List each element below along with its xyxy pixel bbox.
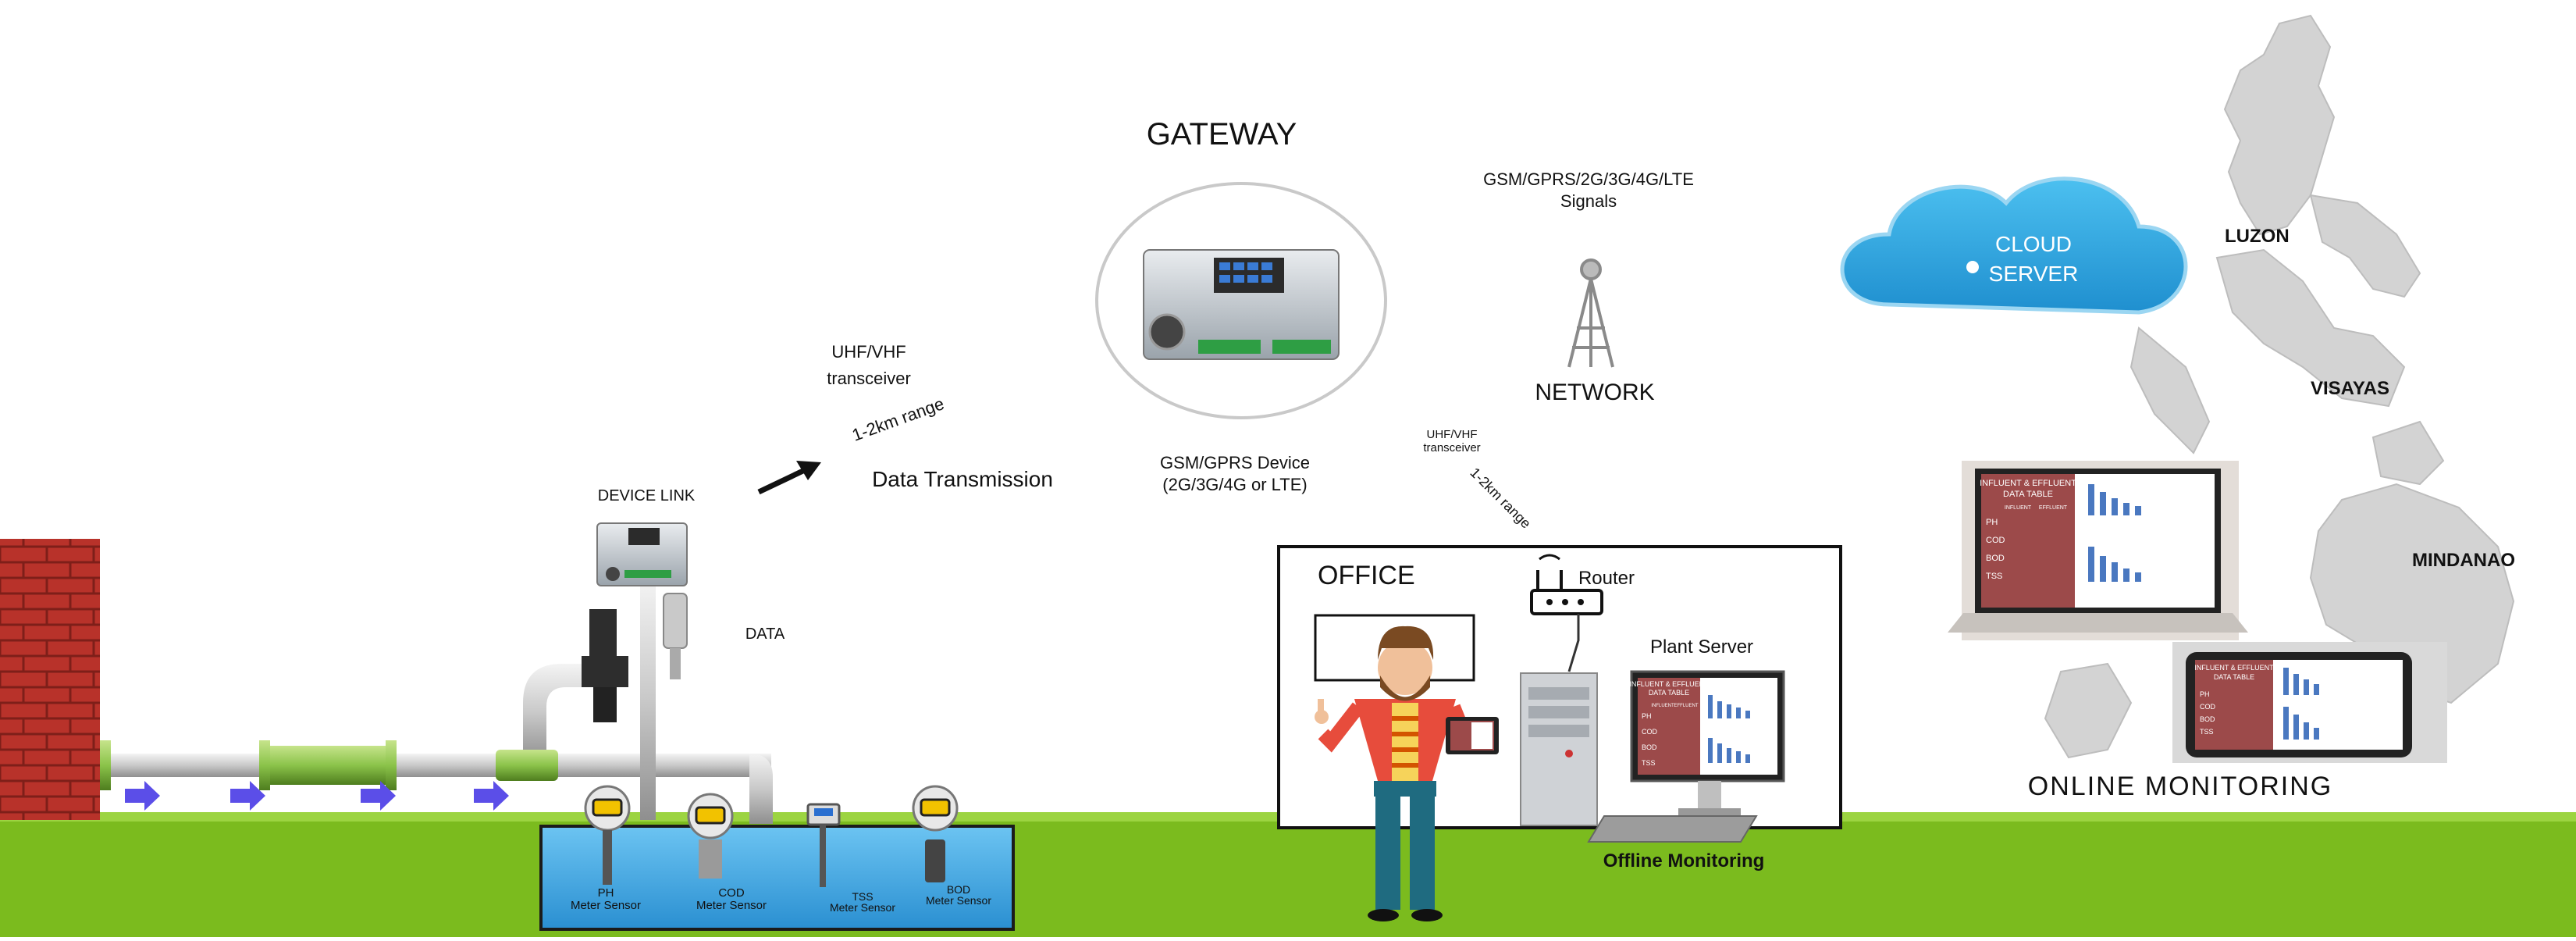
device-link-label: DEVICE LINK — [598, 487, 696, 504]
brick-wall — [0, 539, 100, 820]
laptop-image: INFLUENT & EFFLUENT DATA TABLE INFLUENT … — [1948, 461, 2248, 640]
region-label-mindanao: MINDANAO — [2412, 550, 2515, 571]
grass-ground — [0, 818, 2576, 937]
cloud-label-line1: CLOUD — [1995, 232, 2072, 256]
laptop-row-tss: TSS — [1986, 572, 2002, 581]
phone-table-title-line2: DATA TABLE — [2214, 673, 2254, 681]
region-label-visayas: VISAYAS — [2311, 378, 2389, 399]
sensor-ph-line2: Meter Sensor — [571, 899, 641, 912]
laptop-row-cod: COD — [1986, 536, 2005, 545]
server-tower-icon — [1520, 672, 1598, 826]
router-icon — [1530, 554, 1603, 615]
transmission-arrow-icon — [757, 461, 821, 495]
laptop-table-title-line1: INFLUENT & EFFLUENT — [1980, 479, 2076, 488]
signals-label-line1: GSM/GPRS/2G/3G/4G/LTE — [1483, 169, 1694, 189]
cloud-dot-icon — [1966, 261, 1979, 273]
monitor-row-bod: BOD — [1642, 743, 1657, 751]
monitor-row-cod: COD — [1642, 728, 1658, 736]
router-label: Router — [1578, 568, 1635, 589]
gateway-device-label-line2: (2G/3G/4G or LTE) — [1162, 475, 1307, 494]
sensor-cod-line2: Meter Sensor — [696, 899, 767, 912]
phone-row-cod: COD — [2200, 703, 2216, 711]
data-transmission-label: Data Transmission — [872, 467, 1053, 491]
monitor-col-effluent: EFFLUENT — [1674, 704, 1698, 708]
flow-arrow-icon — [361, 781, 396, 811]
cloud-server: CLOUD SERVER — [1840, 176, 2188, 315]
fan-icon — [1148, 313, 1186, 351]
sensor-gauges — [584, 785, 959, 887]
pipeline — [100, 664, 773, 824]
gateway-title: GATEWAY — [1147, 117, 1297, 151]
office-uhf-label-line1: UHF/VHF — [1427, 428, 1478, 441]
phone-row-ph: PH — [2200, 690, 2210, 698]
philippines-map — [2044, 14, 2515, 759]
phone-row-tss: TSS — [2200, 728, 2214, 736]
range-label: 1-2km range — [849, 394, 947, 445]
monitor-col-influent: INFLUENT — [1651, 704, 1674, 708]
ph-sensor-icon — [584, 785, 631, 885]
signals-label-line2: Signals — [1560, 191, 1617, 211]
laptop-row-ph: PH — [1986, 518, 1998, 527]
uhf-label-line1: UHF/VHF — [831, 342, 906, 362]
flow-arrows — [125, 781, 509, 811]
gateway-device — [1095, 182, 1387, 419]
phone-table-title-line1: INFLUENT & EFFLUENT — [2194, 664, 2274, 672]
network-label: NETWORK — [1535, 380, 1654, 405]
uhf-label-line2: transceiver — [827, 369, 911, 388]
sensor-tss-line2: Meter Sensor — [830, 901, 895, 914]
office-uhf-label-line2: transceiver — [1423, 441, 1480, 454]
plant-server-monitor: INFLUENT & EFFLUENT DATA TABLE INFLUENT … — [1629, 670, 1785, 816]
monitor-table-title-line2: DATA TABLE — [1649, 689, 1689, 697]
bod-sensor-icon — [912, 785, 959, 882]
flow-arrow-icon — [230, 781, 265, 811]
keypad-icon — [1219, 262, 1272, 283]
gateway-device-label-line1: GSM/GPRS Device — [1160, 453, 1310, 472]
sensor-bod-line2: Meter Sensor — [926, 894, 991, 907]
device-link-unit — [582, 522, 688, 820]
laptop-col-influent: INFLUENT — [2005, 505, 2032, 511]
plant-server-label: Plant Server — [1650, 636, 1753, 658]
office-range-label: 1-2km range — [1467, 465, 1534, 532]
keyboard-icon — [1587, 815, 1758, 843]
phone-image: INFLUENT & EFFLUENT DATA TABLE PH COD BO… — [2172, 642, 2447, 763]
online-monitoring-label: ONLINE MONITORING — [2028, 772, 2332, 801]
laptop-row-bod: BOD — [1986, 554, 2005, 563]
cod-sensor-icon — [687, 793, 734, 879]
office-title: OFFICE — [1318, 561, 1415, 590]
laptop-col-effluent: EFFLUENT — [2039, 505, 2068, 511]
data-label: DATA — [745, 626, 785, 643]
sensor-cod-line1: COD — [718, 886, 745, 900]
antenna-tower-icon — [1567, 258, 1614, 368]
phone-row-bod: BOD — [2200, 715, 2215, 723]
man-illustration — [1315, 626, 1499, 921]
cloud-label-line2: SERVER — [1989, 262, 2079, 286]
monitor-table-title-line1: INFLUENT & EFFLUENT — [1629, 680, 1709, 688]
monitor-row-tss: TSS — [1642, 759, 1656, 767]
sensor-bod-line1: BOD — [947, 883, 970, 896]
sensor-tss-line1: TSS — [852, 890, 873, 903]
region-label-luzon: LUZON — [2225, 226, 2290, 247]
flow-arrow-icon — [474, 781, 509, 811]
laptop-table-title-line2: DATA TABLE — [2003, 490, 2053, 499]
monitor-row-ph: PH — [1642, 712, 1652, 720]
flow-arrow-icon — [125, 781, 160, 811]
monitor-mini-charts — [1708, 695, 1750, 763]
offline-monitoring-label: Offline Monitoring — [1603, 850, 1765, 871]
tss-sensor-icon — [806, 803, 841, 887]
sensor-ph-line1: PH — [598, 886, 614, 900]
